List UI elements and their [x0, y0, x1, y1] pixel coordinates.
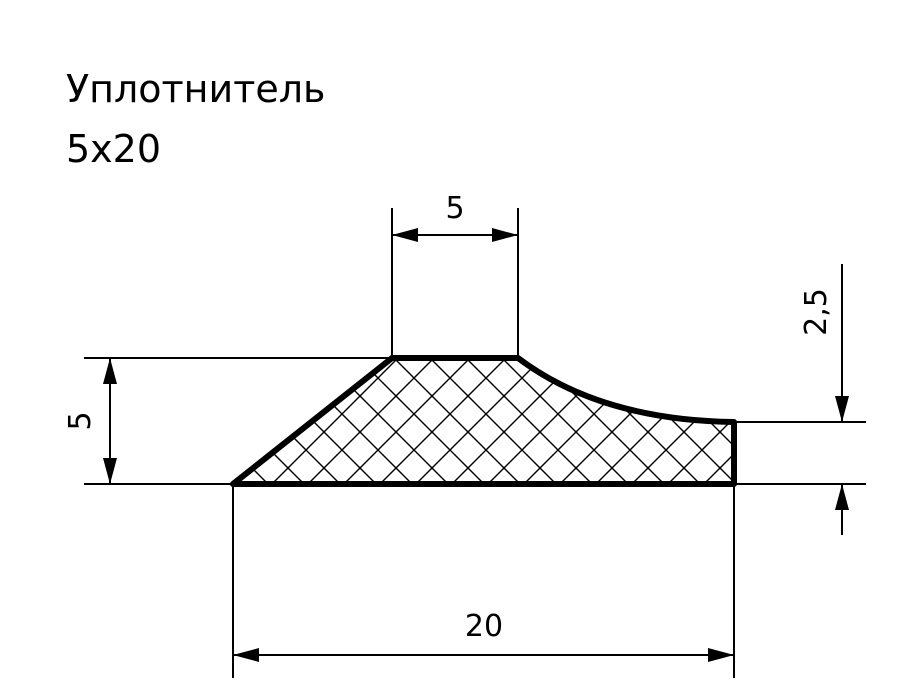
hatch-line [0, 340, 52, 484]
hatch-line [339, 358, 485, 484]
bottom-arrow-right [708, 648, 734, 662]
hatch-line [812, 340, 900, 484]
hatch-line [776, 340, 900, 484]
hatch-line [307, 358, 453, 484]
height-label: 5 [63, 411, 98, 430]
right-height-label: 2,5 [799, 288, 834, 336]
hatch-line [233, 358, 273, 484]
hatch-line [233, 358, 377, 484]
hatch-line [271, 358, 417, 484]
hatch-line [233, 358, 341, 484]
title-line-1: Уплотнитель [66, 67, 325, 111]
left-arrow-top [103, 358, 117, 384]
top-arrow-left [392, 228, 418, 242]
hatch-line [343, 358, 489, 484]
hatch-line [233, 358, 305, 484]
hatch-line [0, 340, 16, 484]
hatch-line [703, 358, 734, 484]
hatch-line [415, 358, 561, 484]
hatch-line [379, 358, 525, 484]
hatch-line [0, 340, 20, 484]
right-arrow-up [835, 484, 849, 510]
top-arrow-right [492, 228, 518, 242]
right-arrow-down [835, 396, 849, 422]
hatch-line [595, 358, 734, 484]
top-width-label: 5 [445, 191, 464, 226]
hatch-line [740, 340, 884, 484]
total-width-label: 20 [465, 609, 503, 644]
hatch-line [411, 358, 557, 484]
seal-profile-outline [230, 355, 737, 487]
left-arrow-bottom [103, 458, 117, 484]
hatch-line [0, 340, 56, 484]
hatch-line [667, 358, 734, 484]
hatch-line [375, 358, 521, 484]
hatch-line [884, 340, 900, 484]
title-line-2: 5x20 [66, 127, 161, 171]
hatch-line [447, 358, 593, 484]
bottom-arrow-left [233, 648, 259, 662]
hatch-line [483, 358, 629, 484]
hatch-line [233, 358, 269, 484]
hatch-line [233, 358, 309, 484]
hatch-line [591, 358, 734, 484]
hatch-line [848, 340, 900, 484]
cross-hatching [0, 340, 900, 484]
hatch-line [487, 358, 633, 484]
